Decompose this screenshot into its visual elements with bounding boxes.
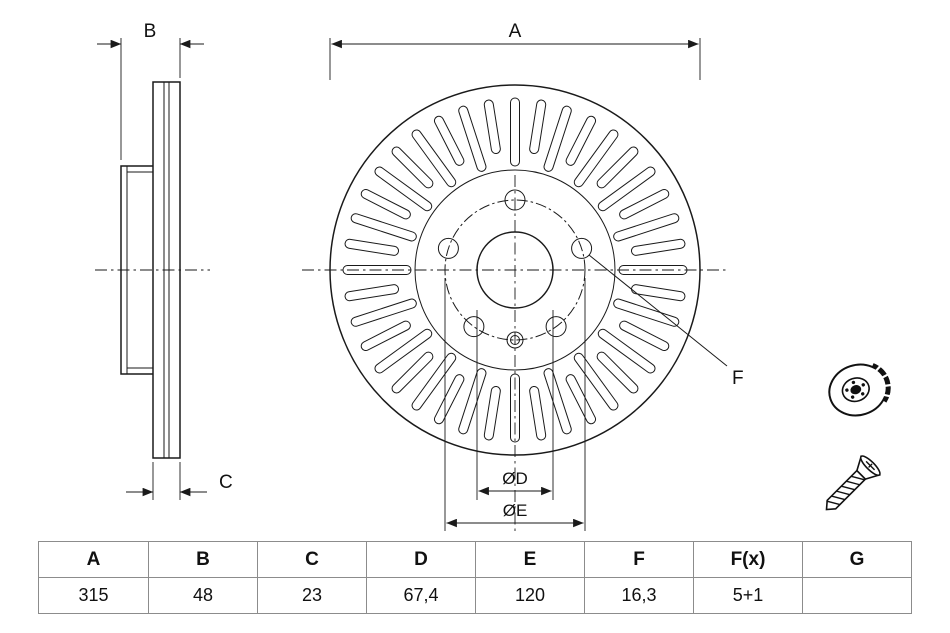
vent-slot	[483, 385, 501, 441]
vent-slot	[342, 265, 412, 275]
vent-slot	[360, 320, 411, 352]
vent-slot	[618, 265, 688, 275]
vent-slot	[596, 351, 639, 394]
table-value-e: 120	[475, 578, 584, 613]
vent-slot	[374, 166, 433, 212]
vent-slot	[630, 284, 686, 302]
vent-slot	[483, 99, 501, 155]
bolt-hole	[504, 189, 526, 211]
vent-slot	[344, 284, 400, 302]
vent-slot	[619, 188, 670, 220]
vent-slot	[597, 166, 656, 212]
vent-slot	[374, 328, 433, 374]
vent-slot	[543, 368, 572, 435]
table-value-d: 67,4	[366, 578, 475, 613]
hat-outline	[120, 165, 153, 375]
vent-slot	[573, 129, 619, 188]
bolt-hole	[545, 316, 567, 338]
vent-slot	[458, 105, 487, 172]
table-header-g: G	[802, 542, 911, 577]
vent-slot	[458, 368, 487, 435]
vent-slot	[510, 97, 520, 167]
vent-slot	[391, 351, 434, 394]
dim-c: C	[126, 462, 233, 500]
vent-slot	[433, 374, 465, 425]
vent-slot	[619, 320, 670, 352]
label-b: B	[144, 21, 157, 42]
bolt-circle	[444, 199, 586, 341]
table-value-fx: 5+1	[693, 578, 802, 613]
outer-circle	[329, 84, 701, 456]
bolt-hole	[571, 237, 593, 259]
table-header-f: F	[584, 542, 693, 577]
vent-slot	[510, 373, 520, 443]
dim-d: ØD	[476, 310, 554, 500]
dim-a: A	[329, 21, 701, 80]
table-value-f: 16,3	[584, 578, 693, 613]
hub-circle	[414, 169, 616, 371]
disc-plates-outline	[152, 81, 181, 459]
table-header-b: B	[148, 542, 257, 577]
dim-b: B	[97, 21, 204, 160]
table-value-row: 315 48 23 67,4 120 16,3 5+1	[39, 577, 911, 613]
center-hole	[476, 231, 554, 309]
vent-slot	[529, 99, 547, 155]
label-e: ØE	[503, 501, 528, 520]
vent-slot	[613, 213, 680, 242]
vent-slot	[350, 213, 417, 242]
bolt-hole	[437, 237, 459, 259]
vent-slot	[596, 146, 639, 189]
table-value-a: 315	[78, 585, 109, 605]
vent-slot	[433, 115, 465, 166]
table-header-e: E	[475, 542, 584, 577]
vent-slot	[350, 298, 417, 327]
label-a: A	[509, 21, 522, 42]
table-header-fx: F(x)	[693, 542, 802, 577]
screw-icon	[825, 454, 882, 511]
brake-disc-drawing: B C A	[95, 21, 892, 535]
front-view	[302, 84, 728, 535]
table-header-d: D	[366, 542, 475, 577]
label-f: F	[732, 368, 744, 389]
vent-slot	[411, 352, 457, 411]
vent-slot	[597, 328, 656, 374]
brake-disc-icon	[828, 363, 892, 417]
vent-slot	[529, 385, 547, 441]
table-header-c: C	[257, 542, 366, 577]
table-header-a: A	[86, 548, 101, 570]
label-c: C	[219, 472, 233, 493]
dimension-table: A B C D E F F(x) G 315 48 23 67,4 120 16…	[38, 541, 912, 614]
table-header-row: A B C D E F F(x) G	[39, 542, 911, 577]
table-value-c: 23	[257, 578, 366, 613]
vent-slot	[543, 105, 572, 172]
vent-slot	[565, 374, 597, 425]
dim-e: ØE	[444, 278, 586, 531]
label-d: ØD	[502, 469, 528, 488]
side-view	[95, 81, 210, 459]
table-value-g	[802, 578, 911, 613]
dim-f: F	[588, 254, 744, 389]
table-value-b: 48	[148, 578, 257, 613]
vent-slot	[630, 238, 686, 256]
pin-hole	[506, 331, 524, 349]
vent-slot	[613, 298, 680, 327]
vent-slot	[360, 188, 411, 220]
f-leader-line	[588, 254, 728, 367]
pin-hole-inner	[510, 335, 520, 345]
vent-slot	[344, 238, 400, 256]
vent-slot	[391, 146, 434, 189]
vent-slot	[573, 352, 619, 411]
bolt-hole	[463, 316, 485, 338]
vent-slot	[565, 115, 597, 166]
vent-slot	[411, 129, 457, 188]
vent-slots	[342, 97, 688, 443]
